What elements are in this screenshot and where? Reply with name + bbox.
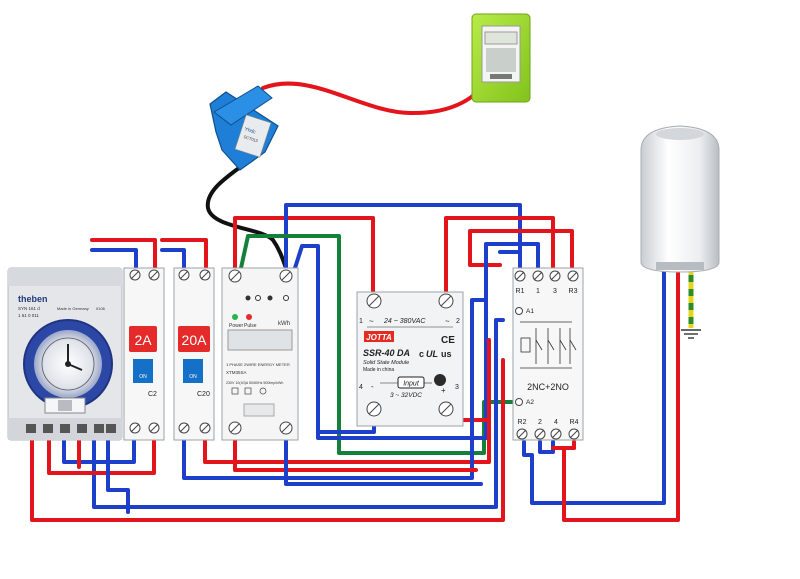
wire-relay-bottom-link (538, 440, 555, 454)
wire-meter-live-out (233, 216, 375, 300)
wire-meter-red-cable (261, 78, 487, 116)
relay-contacts-label: 2NC+2NO (527, 382, 569, 392)
meter-model: XTM35SA (226, 370, 247, 375)
wire-bottom-neutral-1 (182, 298, 486, 480)
ssr-plus: + (441, 386, 446, 395)
wire-timer-live-loop (30, 358, 505, 522)
ssr-terminal-2: 2 (456, 318, 460, 325)
ssr-model: SSR-40 DA (363, 348, 410, 358)
relay-coil-a1: A1 (526, 308, 534, 315)
ssr-terminal-4: 4 (359, 384, 363, 391)
breaker-20a: 20A ON C20 (173, 267, 215, 441)
timer-terminals (26, 424, 116, 433)
wire-feed-live-2a (90, 238, 157, 270)
wire-timer-neutral-loop (92, 318, 505, 509)
ssr-cert-marks: c UL us CE (419, 335, 455, 359)
water-heater (640, 125, 720, 273)
relay-terminal-top-r3: R3 (569, 288, 578, 295)
breaker-20a-label: C20 (197, 391, 210, 398)
ssr-indicator-led (434, 374, 446, 386)
meter-unit: kWh (278, 321, 290, 327)
breaker-2a-toggle[interactable] (133, 359, 153, 383)
relay-terminal-bottom-r4: R4 (570, 419, 579, 426)
ssr-tilde-2: ~ (445, 317, 450, 326)
ct-model: SCT013 (243, 134, 259, 144)
ssr-terminal-3: 3 (455, 384, 459, 391)
utility-meter (471, 13, 531, 103)
ssr-description: Solid State Module (363, 360, 409, 366)
meter-display (227, 329, 293, 351)
relay-contact-symbol (520, 321, 577, 369)
relay-terminal-bottom-r2: R2 (518, 419, 527, 426)
meter-power-label: Power (229, 323, 244, 329)
relay-terminal-bottom-4: 4 (554, 419, 558, 426)
ct-clamp-sensor: Yhdc SCT013 (209, 85, 279, 171)
power-led (232, 314, 238, 320)
ssr-terminal-1: 1 (359, 318, 363, 325)
wire-bottom-neutral-2 (284, 430, 483, 486)
ssr-brand: JOTTA (366, 333, 392, 342)
relay-terminal-bottom-2: 2 (538, 419, 542, 426)
meter-pulse-label: Pulse (244, 323, 257, 329)
ssr-tilde-1: ~ (369, 317, 374, 326)
relay-coil-a2: A2 (526, 399, 534, 406)
ssr-input-label: Input (403, 381, 420, 388)
contactor-relay: R1 1 3 R3 A1 2NC+2NO A2 R2 2 4 R4 (512, 267, 584, 441)
wires (30, 78, 694, 522)
wire-feed-neutral-2a (90, 248, 138, 270)
ssr-voltage-dc: 3 ~ 32VDC (390, 392, 422, 399)
meter-specs: 230V 10(40)A 50/60Hz 500imp/kWh (226, 381, 283, 385)
wire-relay-neutral-3 (484, 242, 540, 440)
breaker-2a-label: C2 (148, 391, 157, 398)
solid-state-relay: 1 ~ 24 ~ 380VAC ~ 2 JOTTA SSR-40 DA Soli… (356, 291, 464, 427)
timer-brand: theben (18, 294, 48, 304)
ssr-minus: - (371, 382, 374, 391)
relay-terminal-top-r1: R1 (516, 288, 525, 295)
pulse-led (246, 314, 252, 320)
breaker-20a-rating: 20A (182, 332, 208, 348)
timer-model-number: 1 61 0 011 (18, 313, 39, 318)
svg-text:UL: UL (426, 349, 438, 359)
wire-timer-neutral-short (62, 430, 136, 464)
svg-text:CE: CE (441, 335, 455, 346)
energy-meter: Power Pulse kWh 1 PHASE 2WIRE ENERGY MET… (221, 267, 299, 441)
breaker-20a-switch-text: ON (189, 374, 197, 380)
timer-date-code: 0106 (96, 306, 106, 311)
wire-feed-live-20a (160, 238, 208, 270)
timer-made-in: Made in Germany (57, 306, 89, 311)
timer-model: SYN 161 d (18, 306, 40, 311)
wire-ssr-to-relay-live (444, 216, 555, 300)
earth-ground-symbol (681, 329, 701, 339)
wire-feed-neutral-20a (160, 248, 186, 270)
wire-bottom-live-1 (203, 338, 491, 464)
wire-timer-live-short (47, 430, 156, 475)
wire-ct-lead (205, 160, 288, 270)
wire-heater-neutral (522, 266, 666, 505)
wire-bottom-live-2 (233, 430, 478, 472)
breaker-20a-toggle[interactable] (183, 359, 203, 383)
svg-text:c: c (419, 349, 424, 359)
svg-text:us: us (441, 349, 452, 359)
relay-terminal-top-1: 1 (536, 288, 540, 295)
ct-brand: Yhdc (244, 126, 257, 135)
breaker-2a-rating: 2A (134, 332, 152, 348)
breaker-2a: 2A ON C2 (123, 267, 165, 441)
wire-relay-live-r3 (468, 229, 574, 270)
wire-meter-neutral-2 (293, 244, 488, 440)
meter-title: 1 PHASE 2WIRE ENERGY METER (226, 362, 290, 367)
wire-timer-neutral-mid (106, 438, 130, 514)
breaker-2a-switch-text: ON (139, 374, 147, 380)
relay-terminal-top-3: 3 (553, 288, 557, 295)
ssr-origin: Made in china (363, 367, 394, 373)
timer-switch: theben SYN 161 d Made in Germany 1 61 0 … (7, 267, 123, 441)
ssr-voltage-ac: 24 ~ 380VAC (383, 318, 426, 325)
